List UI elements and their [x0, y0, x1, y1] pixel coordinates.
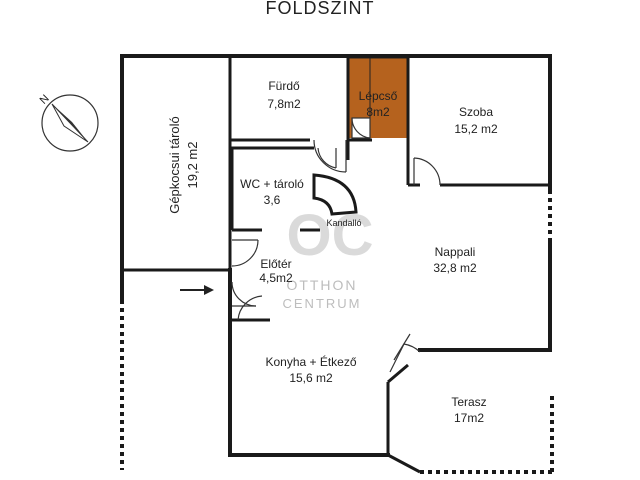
room-name-kitchen: Konyha + Étkező: [265, 354, 356, 369]
room-area-stairs: 8m2: [366, 105, 390, 119]
doors: [231, 117, 441, 373]
room-area-garage: 19,2 m2: [185, 142, 200, 189]
watermark-line1: OTTHON: [286, 277, 357, 293]
room-name-fireplace: Kandalló: [326, 218, 361, 228]
room-name-bath: Fürdő: [268, 79, 300, 93]
room-area-hall: 4,5m2: [259, 271, 293, 285]
room-name-wc: WC + tároló: [240, 177, 304, 191]
room-area-wc: 3,6: [264, 193, 281, 207]
watermark: OC OTTHON CENTRUM: [283, 203, 374, 311]
room-name-hall: Előtér: [260, 257, 291, 271]
room-name-stairs: Lépcső: [359, 89, 398, 103]
floor-title: FÖLDSZINT: [265, 0, 375, 18]
room-name-living: Nappali: [435, 245, 476, 259]
entrance-arrow-icon: [180, 285, 214, 295]
dotted-boundaries: [120, 190, 554, 474]
room-labels: Gépkocsui tároló 19,2 m2 Fürdő 7,8m2 Lép…: [167, 79, 498, 425]
room-area-kitchen: 15,6 m2: [289, 371, 333, 385]
room-name-bedroom: Szoba: [459, 105, 493, 119]
compass-icon: N: [38, 93, 99, 152]
room-area-bedroom: 15,2 m2: [454, 122, 498, 136]
watermark-line2: CENTRUM: [283, 296, 362, 311]
watermark-monogram: OC: [287, 203, 374, 268]
room-area-terrace: 17m2: [454, 411, 484, 425]
room-name-garage: Gépkocsui tároló: [167, 116, 182, 214]
room-area-bath: 7,8m2: [267, 97, 301, 111]
room-name-terrace: Terasz: [451, 395, 486, 409]
walls: [120, 54, 552, 474]
room-area-living: 32,8 m2: [433, 261, 477, 275]
